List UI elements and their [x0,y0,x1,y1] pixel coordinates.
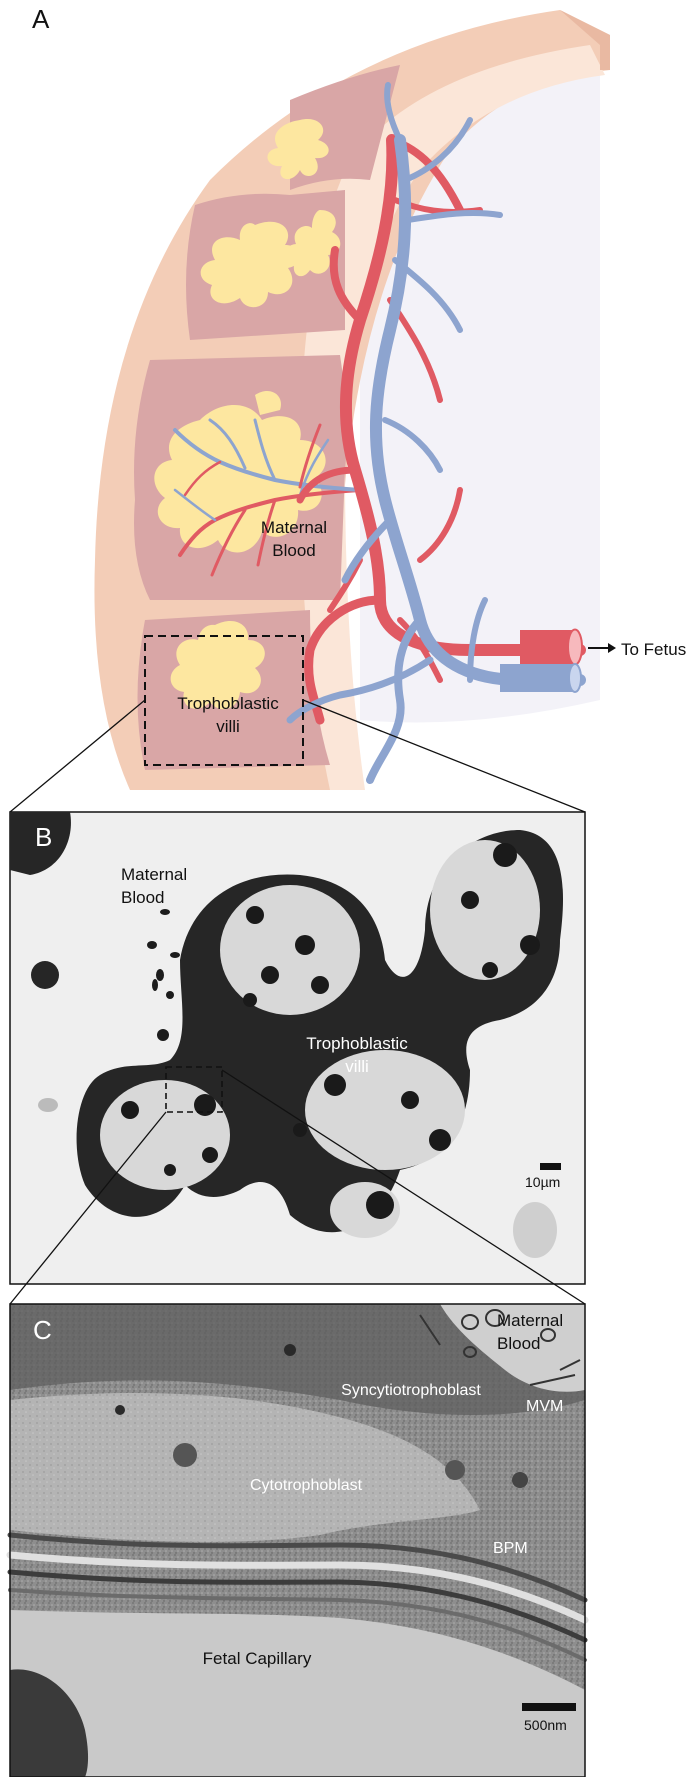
panel-c-maternal-blood-1: Maternal [497,1311,563,1330]
panel-b-trophoblastic-villi-2: villi [345,1057,369,1076]
to-fetus-label: To Fetus [621,640,686,659]
mvm-label: MVM [526,1398,563,1415]
panel-a [10,10,616,812]
bpm-label: BPM [493,1540,528,1557]
panel-a-trophoblastic-villi-1: Trophoblastic [177,694,279,713]
cytotrophoblast-label: Cytotrophoblast [250,1477,363,1494]
panel-c-letter: C [33,1315,52,1345]
syncytiotrophoblast-label: Syncytiotrophoblast [341,1382,481,1399]
panel-b-maternal-blood-2: Blood [121,888,164,907]
panel-a-letter: A [32,4,50,34]
scale-bar-c [522,1703,576,1711]
scale-bar-c-label: 500nm [524,1717,567,1733]
panel-c-maternal-blood-2: Blood [497,1334,540,1353]
fetal-capillary-label: Fetal Capillary [203,1649,312,1668]
panel-b-maternal-blood-1: Maternal [121,865,187,884]
panel-a-trophoblastic-villi-2: villi [216,717,240,736]
scale-bar-b [540,1163,561,1170]
panel-b-trophoblastic-villi-1: Trophoblastic [306,1034,408,1053]
panel-a-maternal-blood-1: Maternal [261,518,327,537]
panel-b-letter: B [35,822,52,852]
scale-bar-b-label: 10µm [525,1174,560,1190]
panel-a-maternal-blood-2: Blood [272,541,315,560]
panel-b [10,812,585,1304]
